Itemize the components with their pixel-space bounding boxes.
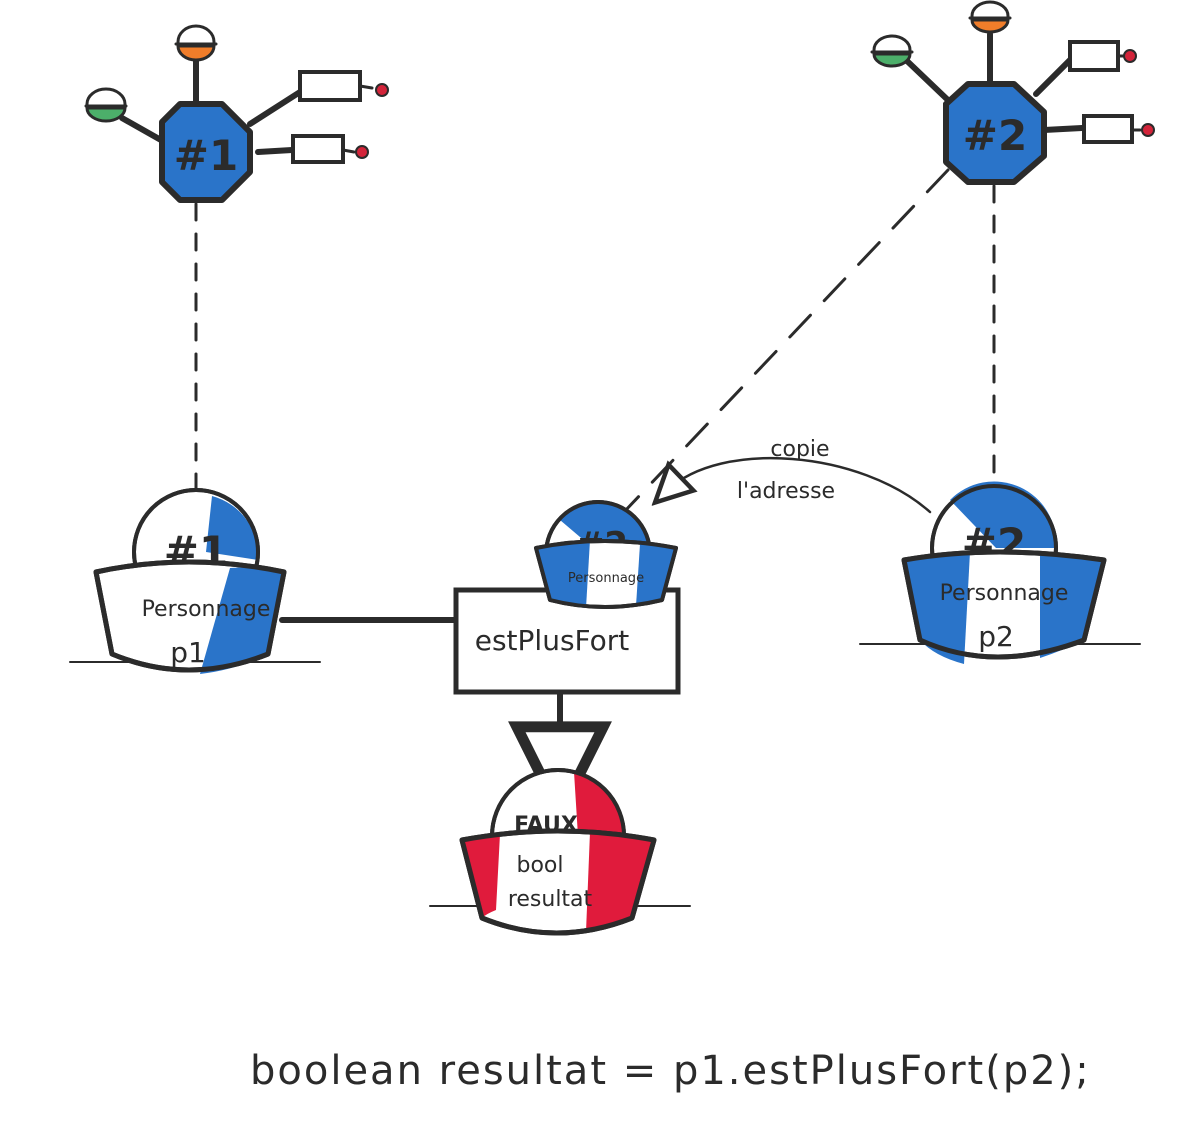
red-dot-icon bbox=[355, 145, 369, 159]
red-dot-icon bbox=[375, 83, 389, 97]
reference-line-param bbox=[622, 168, 950, 514]
resultat-type-label: bool bbox=[517, 853, 564, 878]
green-cap-icon bbox=[870, 34, 914, 68]
red-dot-icon bbox=[1123, 49, 1137, 63]
variable-p2: #2 Personnage p2 bbox=[859, 481, 1141, 664]
orange-cap-icon bbox=[174, 24, 218, 62]
variable-p1: #1 Personnage p1 bbox=[69, 488, 321, 674]
rectangle-slot-icon bbox=[1082, 114, 1142, 144]
copy-address-arrow bbox=[668, 456, 932, 514]
object-2-label: #2 bbox=[963, 111, 1027, 160]
object-1: #1 bbox=[84, 24, 389, 203]
rectangle-slot-icon bbox=[291, 134, 356, 164]
code-line: boolean resultat = p1.estPlusFort(p2); bbox=[250, 1048, 1091, 1094]
method-label: estPlusFort bbox=[475, 624, 630, 657]
orange-cap-icon bbox=[968, 0, 1012, 34]
object-2: #2 bbox=[870, 0, 1155, 185]
green-cap-icon bbox=[84, 87, 128, 123]
object-1-label: #1 bbox=[174, 131, 238, 180]
rectangle-slot-icon bbox=[298, 70, 374, 102]
variable-resultat: FAUX bool resultat bbox=[429, 768, 691, 936]
red-dot-icon bbox=[1141, 123, 1155, 137]
p1-type-label: Personnage bbox=[142, 597, 271, 622]
p2-name-label: p2 bbox=[978, 620, 1014, 653]
annotation-copie: copie bbox=[770, 437, 829, 462]
param-type-label: Personnage bbox=[568, 571, 644, 586]
variable-param: #2 Personnage bbox=[534, 500, 678, 609]
resultat-name-label: resultat bbox=[508, 887, 593, 912]
annotation-adresse: l'adresse bbox=[737, 479, 835, 504]
p2-type-label: Personnage bbox=[940, 581, 1069, 606]
method-box: estPlusFort bbox=[453, 587, 681, 695]
rectangle-slot-icon bbox=[1068, 40, 1126, 72]
p1-name-label: p1 bbox=[170, 636, 206, 669]
